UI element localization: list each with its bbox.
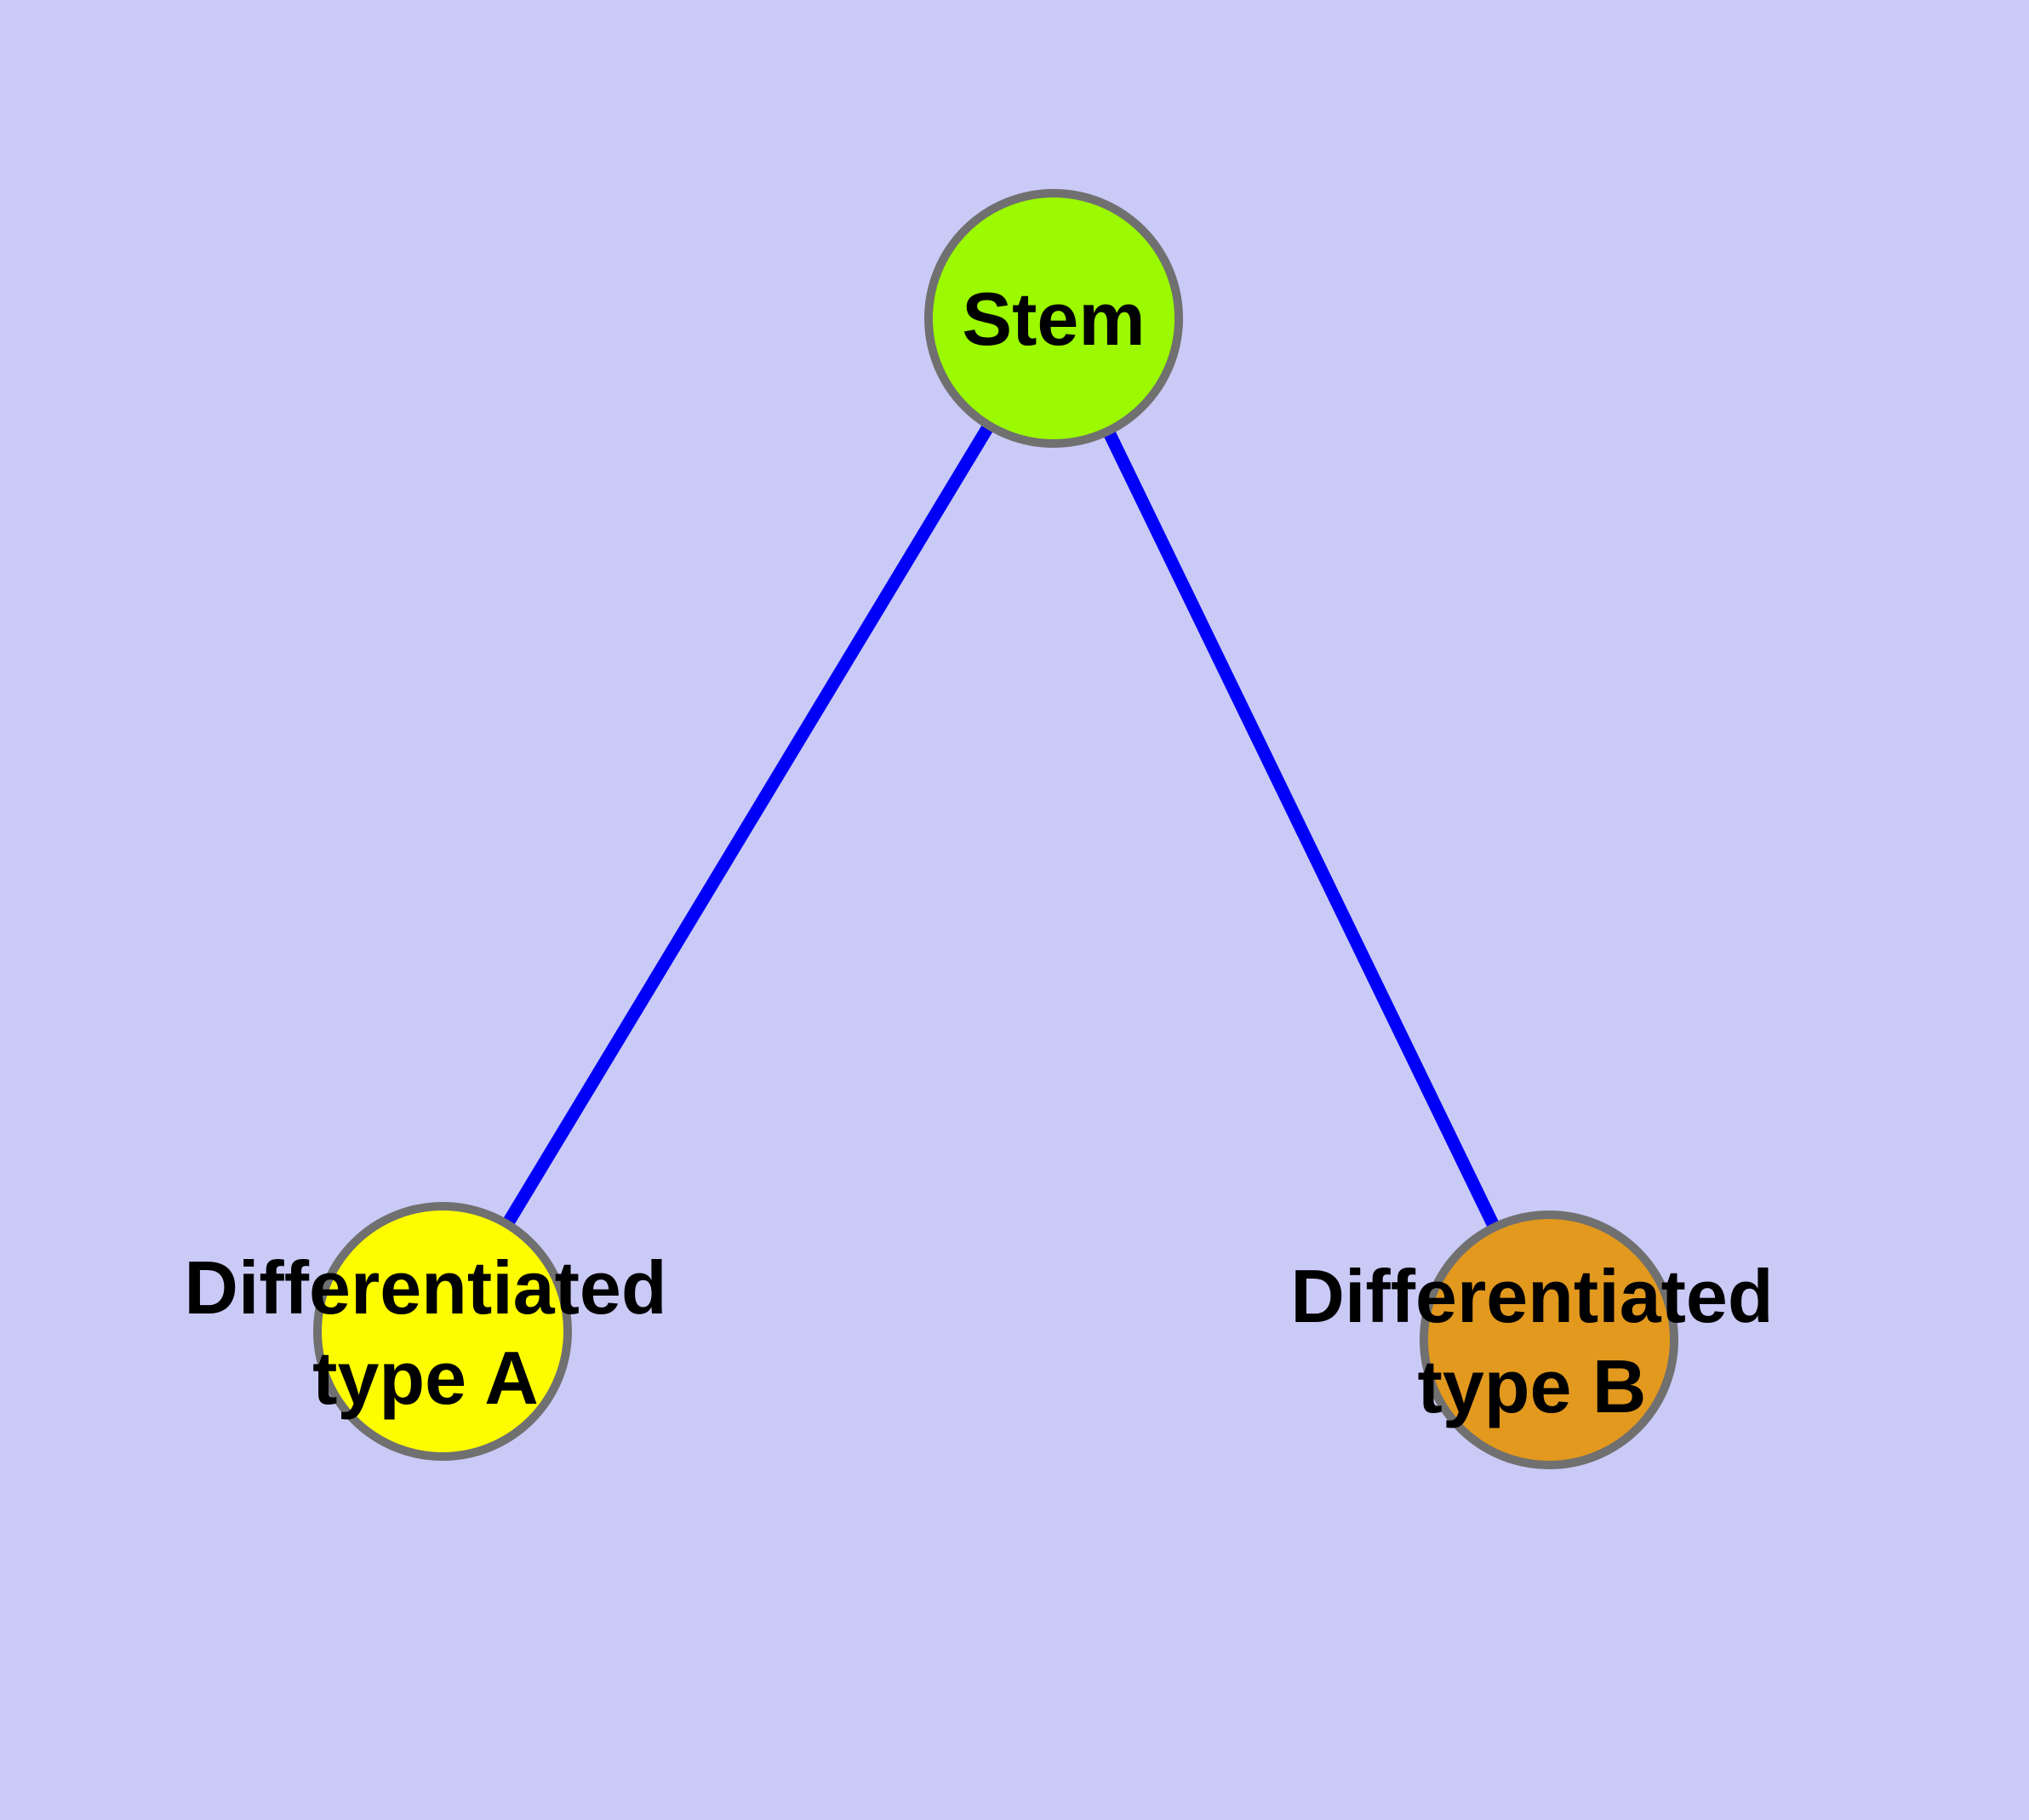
node-type-a-label-line2: type A	[312, 1336, 539, 1420]
node-differentiated-type-a	[313, 1202, 572, 1461]
edge-stem-to-type-a	[437, 315, 1060, 1335]
node-type-b-label-line1: Differentiated	[1290, 1254, 1773, 1338]
node-differentiated-type-b	[1420, 1210, 1678, 1469]
node-type-a-label-line1: Differentiated	[184, 1245, 666, 1330]
node-type-b-label-line2: type B	[1418, 1344, 1647, 1428]
edge-stem-to-type-b	[1048, 315, 1555, 1343]
node-stem-label: Stem	[962, 277, 1145, 361]
node-stem	[924, 189, 1183, 448]
